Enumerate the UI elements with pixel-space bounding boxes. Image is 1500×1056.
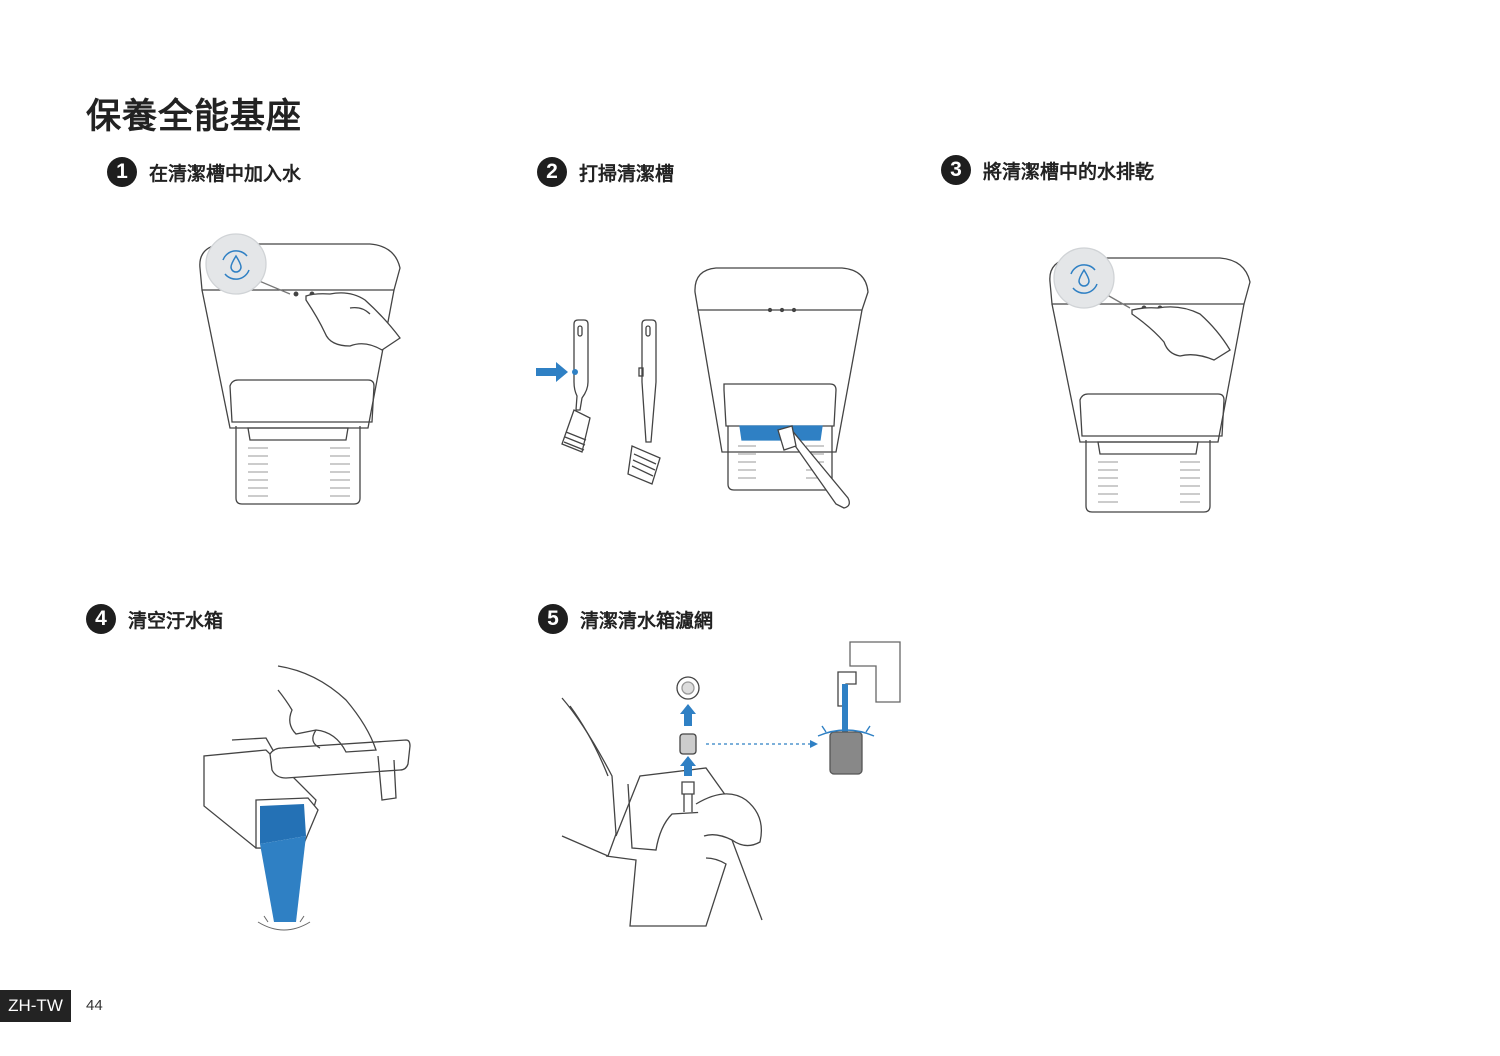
arrow-right-icon: [536, 362, 568, 382]
step-4-header: 4 清空汙水箱: [86, 604, 223, 634]
page-title: 保養全能基座: [86, 97, 303, 137]
step-number-badge: 5: [538, 604, 568, 634]
step-2-header: 2 打掃清潔槽: [537, 157, 674, 187]
arrow-up-icon: [680, 704, 696, 726]
step-5-header: 5 清潔清水箱濾網: [538, 604, 713, 634]
step-number-badge: 2: [537, 157, 567, 187]
water-drop-cycle-icon: [222, 250, 250, 280]
step-4-illustration: [203, 665, 411, 931]
step-label: 清空汙水箱: [128, 609, 224, 632]
step-number-badge: 1: [107, 157, 137, 187]
step-number-badge: 3: [941, 155, 971, 185]
step-label: 打掃清潔槽: [579, 162, 675, 185]
arrow-up-icon: [680, 756, 696, 776]
step-label: 在清潔槽中加入水: [149, 162, 302, 185]
step-1-illustration: [199, 233, 401, 505]
step-label: 清潔清水箱濾網: [580, 609, 714, 632]
language-tag: ZH-TW: [0, 990, 71, 1022]
step-5-illustration: [561, 641, 901, 927]
step-3-illustration: [1049, 247, 1251, 513]
page-number: 44: [86, 997, 103, 1014]
step-3-header: 3 將清潔槽中的水排乾: [941, 155, 1154, 185]
step-1-header: 1 在清潔槽中加入水: [107, 157, 301, 187]
step-number-badge: 4: [86, 604, 116, 634]
step-2-illustration: [536, 267, 869, 509]
water-drop-cycle-icon: [1070, 264, 1098, 294]
step-label: 將清潔槽中的水排乾: [983, 160, 1155, 183]
